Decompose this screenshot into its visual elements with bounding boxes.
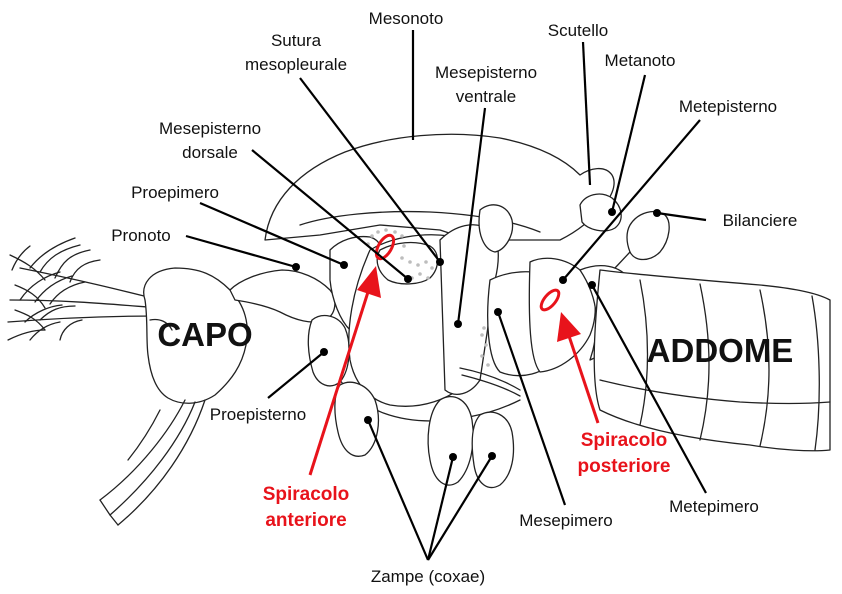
label-sutura-line1: Sutura xyxy=(271,31,322,50)
label-mesepimero: Mesepimero xyxy=(519,511,613,530)
label-proepisterno: Proepisterno xyxy=(210,405,306,424)
label-spiracolo-posteriore-line2: posteriore xyxy=(578,456,671,477)
label-proepimero: Proepimero xyxy=(131,183,219,202)
label-metepisterno: Metepisterno xyxy=(679,97,777,116)
label-capo: CAPO xyxy=(157,316,252,353)
label-bilanciere: Bilanciere xyxy=(723,211,798,230)
antennae xyxy=(8,238,160,340)
label-zampe: Zampe (coxae) xyxy=(371,567,485,586)
label-scutello: Scutello xyxy=(548,21,608,40)
label-spiracolo-posteriore-line1: Spiracolo xyxy=(581,430,668,451)
head xyxy=(100,268,247,525)
label-mesepisterno-dorsale-line2: dorsale xyxy=(182,143,238,162)
label-addome: ADDOME xyxy=(647,332,794,369)
label-metanoto: Metanoto xyxy=(605,51,676,70)
label-spiracolo-anteriore-line1: Spiracolo xyxy=(263,484,350,505)
label-sutura-line2: mesopleurale xyxy=(245,55,347,74)
label-mesepisterno-dorsale-line1: Mesepisterno xyxy=(159,119,261,138)
label-mesepisterno-ventrale-line2: ventrale xyxy=(456,87,516,106)
label-mesonoto: Mesonoto xyxy=(369,9,444,28)
label-pronoto: Pronoto xyxy=(111,226,171,245)
label-metepimero: Metepimero xyxy=(669,497,759,516)
label-spiracolo-anteriore-line2: anteriore xyxy=(265,510,346,531)
label-mesepisterno-ventrale-line1: Mesepisterno xyxy=(435,63,537,82)
